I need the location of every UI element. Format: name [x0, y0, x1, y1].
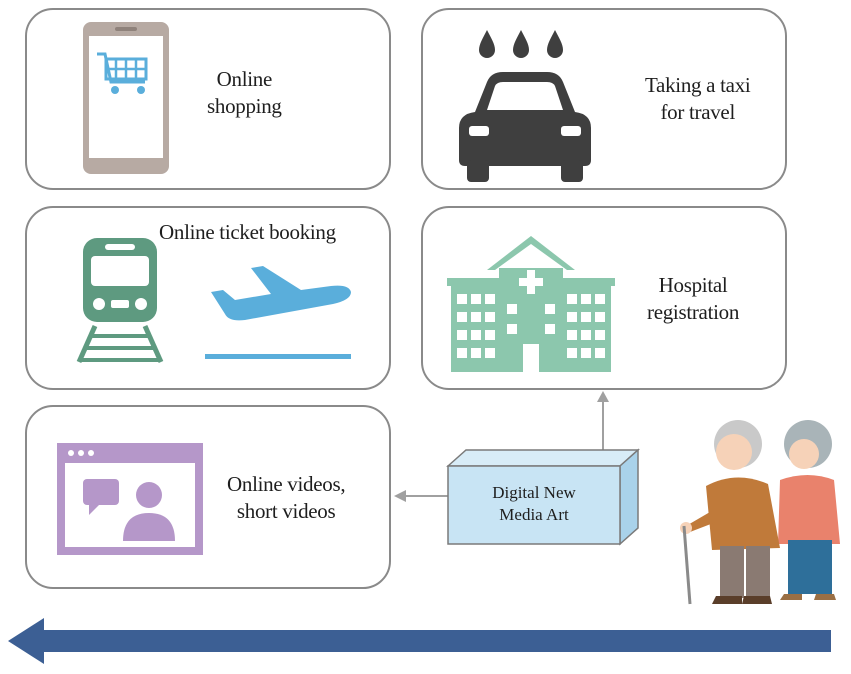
phone-cart-icon [83, 22, 169, 174]
card-label: Online ticket booking [159, 220, 336, 244]
label-line: shopping [207, 94, 282, 118]
arrow-to-videos [394, 490, 448, 502]
card-online-shopping: Online shopping [25, 8, 391, 190]
card-label: Online shopping [207, 66, 282, 120]
label-line: Media Art [499, 505, 569, 524]
airplane-takeoff-icon [205, 266, 351, 359]
card-ticket-booking: Online ticket booking [25, 206, 391, 390]
card-hospital-registration: Hospital registration [421, 206, 787, 390]
timeline-arrow [8, 618, 831, 664]
label-line: Hospital [658, 273, 728, 297]
digital-media-box [446, 448, 640, 546]
car-rain-icon [459, 30, 591, 182]
digital-media-label: Digital New Media Art [448, 482, 620, 526]
label-line: short videos [236, 499, 336, 523]
card-label: Hospital registration [647, 272, 739, 326]
card-label: Online videos, short videos [227, 471, 346, 525]
card-label: Taking a taxi for travel [645, 72, 751, 126]
label-line: Taking a taxi [645, 73, 751, 97]
card-online-videos: Online videos, short videos [25, 405, 391, 589]
video-chat-window-icon [57, 443, 203, 555]
arrow-to-hospital [597, 391, 609, 450]
label-line: Online [216, 67, 273, 91]
label-line: Online videos, [227, 472, 346, 496]
train-icon [76, 238, 164, 364]
label-line: for travel [660, 100, 735, 124]
label-line: Digital New [492, 483, 576, 502]
label-line: registration [647, 300, 740, 324]
elderly-couple-icon [680, 420, 840, 605]
card-taxi-travel: Taking a taxi for travel [421, 8, 787, 190]
hospital-icon [447, 236, 615, 372]
